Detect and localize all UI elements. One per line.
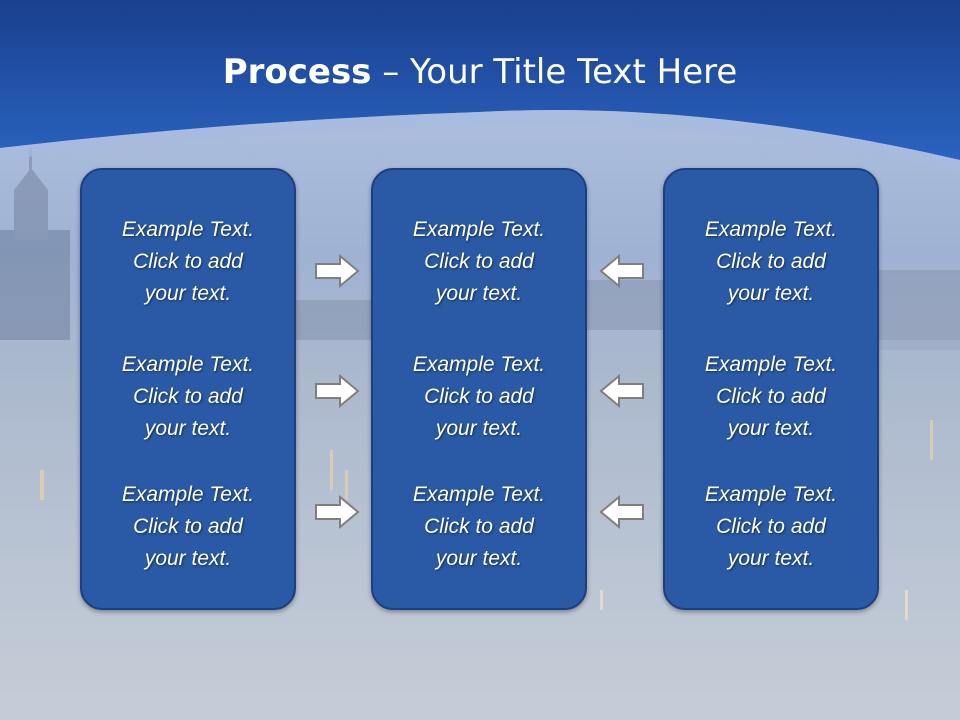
- title-rest: – Your Title Text Here: [371, 52, 738, 92]
- arrow-right-icon[interactable]: [314, 373, 360, 409]
- panel-text[interactable]: Example Text. Click to add your text.: [121, 483, 255, 570]
- panel-text[interactable]: Example Text. Click to add your text.: [704, 353, 838, 440]
- arrow-right-icon[interactable]: [314, 494, 360, 530]
- panel-text[interactable]: Example Text. Click to add your text.: [412, 218, 546, 305]
- process-panel-right[interactable]: Example Text. Click to add your text. Ex…: [663, 168, 879, 610]
- header-swoosh: [0, 110, 960, 172]
- panel-text[interactable]: Example Text. Click to add your text.: [121, 218, 255, 305]
- city-silhouette: [0, 148, 960, 350]
- arrow-right-icon[interactable]: [314, 253, 360, 289]
- title-bold: Process: [222, 52, 372, 92]
- panel-text[interactable]: Example Text. Click to add your text.: [412, 353, 546, 440]
- arrow-left-icon[interactable]: [599, 253, 645, 289]
- panel-text[interactable]: Example Text. Click to add your text.: [121, 353, 255, 440]
- process-panel-center[interactable]: Example Text. Click to add your text. Ex…: [371, 168, 587, 610]
- panel-text[interactable]: Example Text. Click to add your text.: [704, 483, 838, 570]
- slide-title[interactable]: Process – Your Title Text Here: [0, 52, 960, 92]
- process-panel-left[interactable]: Example Text. Click to add your text. Ex…: [80, 168, 296, 610]
- arrow-left-icon[interactable]: [599, 373, 645, 409]
- header-band: [0, 0, 960, 160]
- arrow-left-icon[interactable]: [599, 494, 645, 530]
- panel-text[interactable]: Example Text. Click to add your text.: [412, 483, 546, 570]
- panel-text[interactable]: Example Text. Click to add your text.: [704, 218, 838, 305]
